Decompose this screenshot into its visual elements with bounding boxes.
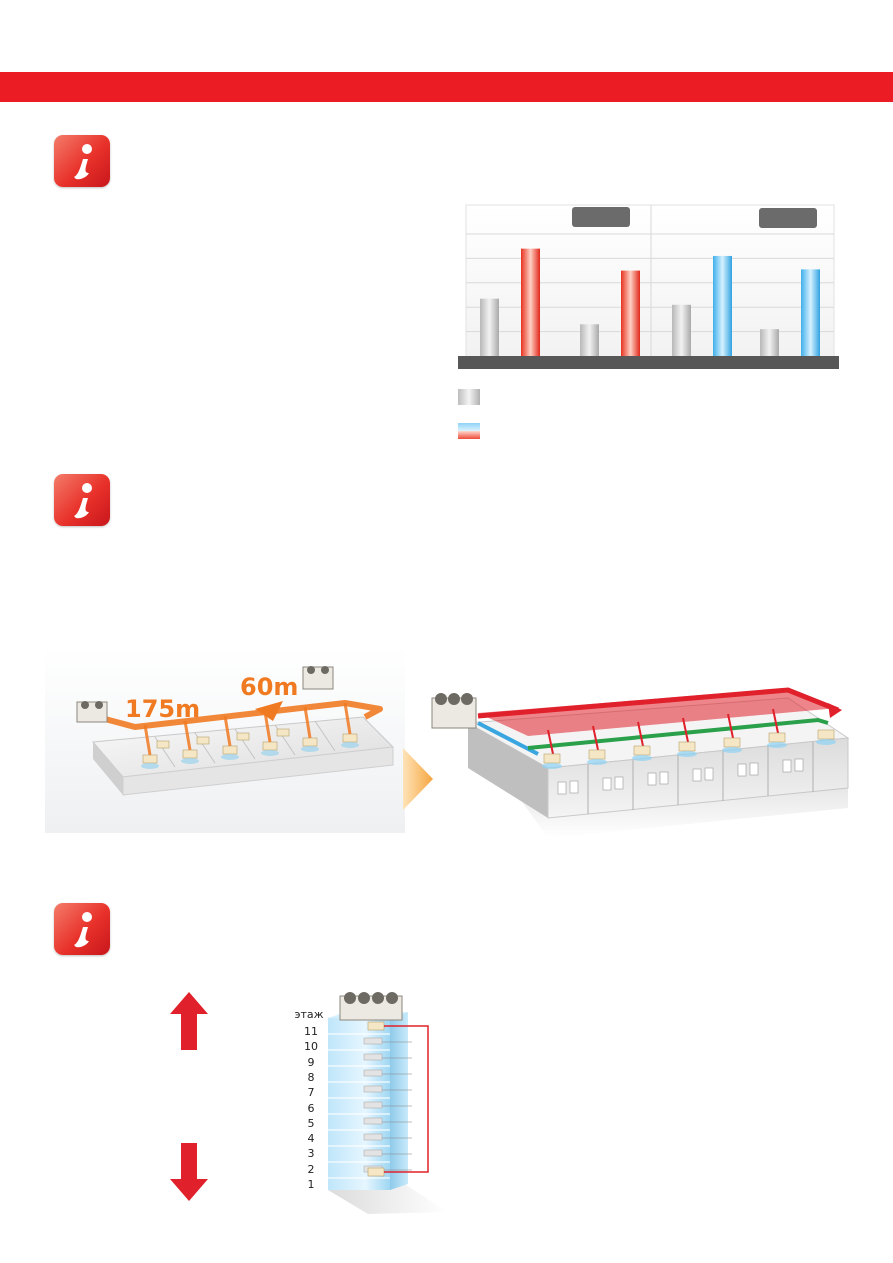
bar-red	[521, 248, 540, 356]
floor-label: 5	[307, 1116, 315, 1130]
chart-baseline	[458, 356, 839, 369]
outdoor-unit	[76, 701, 108, 723]
floor-label: 1	[307, 1178, 315, 1191]
up-arrow-icon	[170, 992, 208, 1050]
bar-gray	[480, 298, 499, 356]
floor-label: 8	[307, 1070, 315, 1084]
info-icon	[54, 474, 110, 526]
floor-label: 11	[304, 1025, 318, 1038]
group-label-box	[759, 208, 817, 228]
chevron-right-icon	[403, 748, 433, 810]
legend-swatch-blue-red	[458, 423, 480, 439]
pipe-length-label-2: 60m	[240, 673, 298, 701]
floor-label: 9	[307, 1055, 315, 1069]
piping-diagram-long: 175m 60m	[45, 647, 405, 833]
info-icon	[54, 903, 110, 955]
floor-label: 4	[307, 1132, 315, 1146]
outdoor-unit	[302, 666, 334, 690]
building-illustration	[328, 992, 448, 1214]
floor-label: 7	[307, 1086, 315, 1100]
legend-swatch-gray	[458, 389, 480, 405]
floor-label: 2	[307, 1162, 315, 1176]
bar-red	[621, 270, 640, 356]
floor-label: 3	[307, 1147, 315, 1161]
info-icon	[54, 135, 110, 187]
floor-header: этаж	[294, 1008, 324, 1021]
bar-chart	[458, 204, 839, 369]
floor-label: 10	[304, 1040, 318, 1054]
piping-diagram-building	[431, 687, 850, 838]
outdoor-unit	[339, 992, 403, 1021]
bar-gray	[672, 304, 691, 356]
pipe-length-label-1: 175m	[125, 695, 200, 723]
bar-blue	[801, 269, 820, 356]
header-band	[0, 72, 893, 102]
bar-gray	[760, 329, 779, 356]
down-arrow-icon	[170, 1143, 208, 1201]
bar-gray	[580, 324, 599, 356]
group-label-box	[572, 207, 630, 227]
bar-blue	[713, 255, 732, 356]
floor-label: 6	[307, 1101, 315, 1115]
outdoor-unit	[431, 693, 477, 729]
